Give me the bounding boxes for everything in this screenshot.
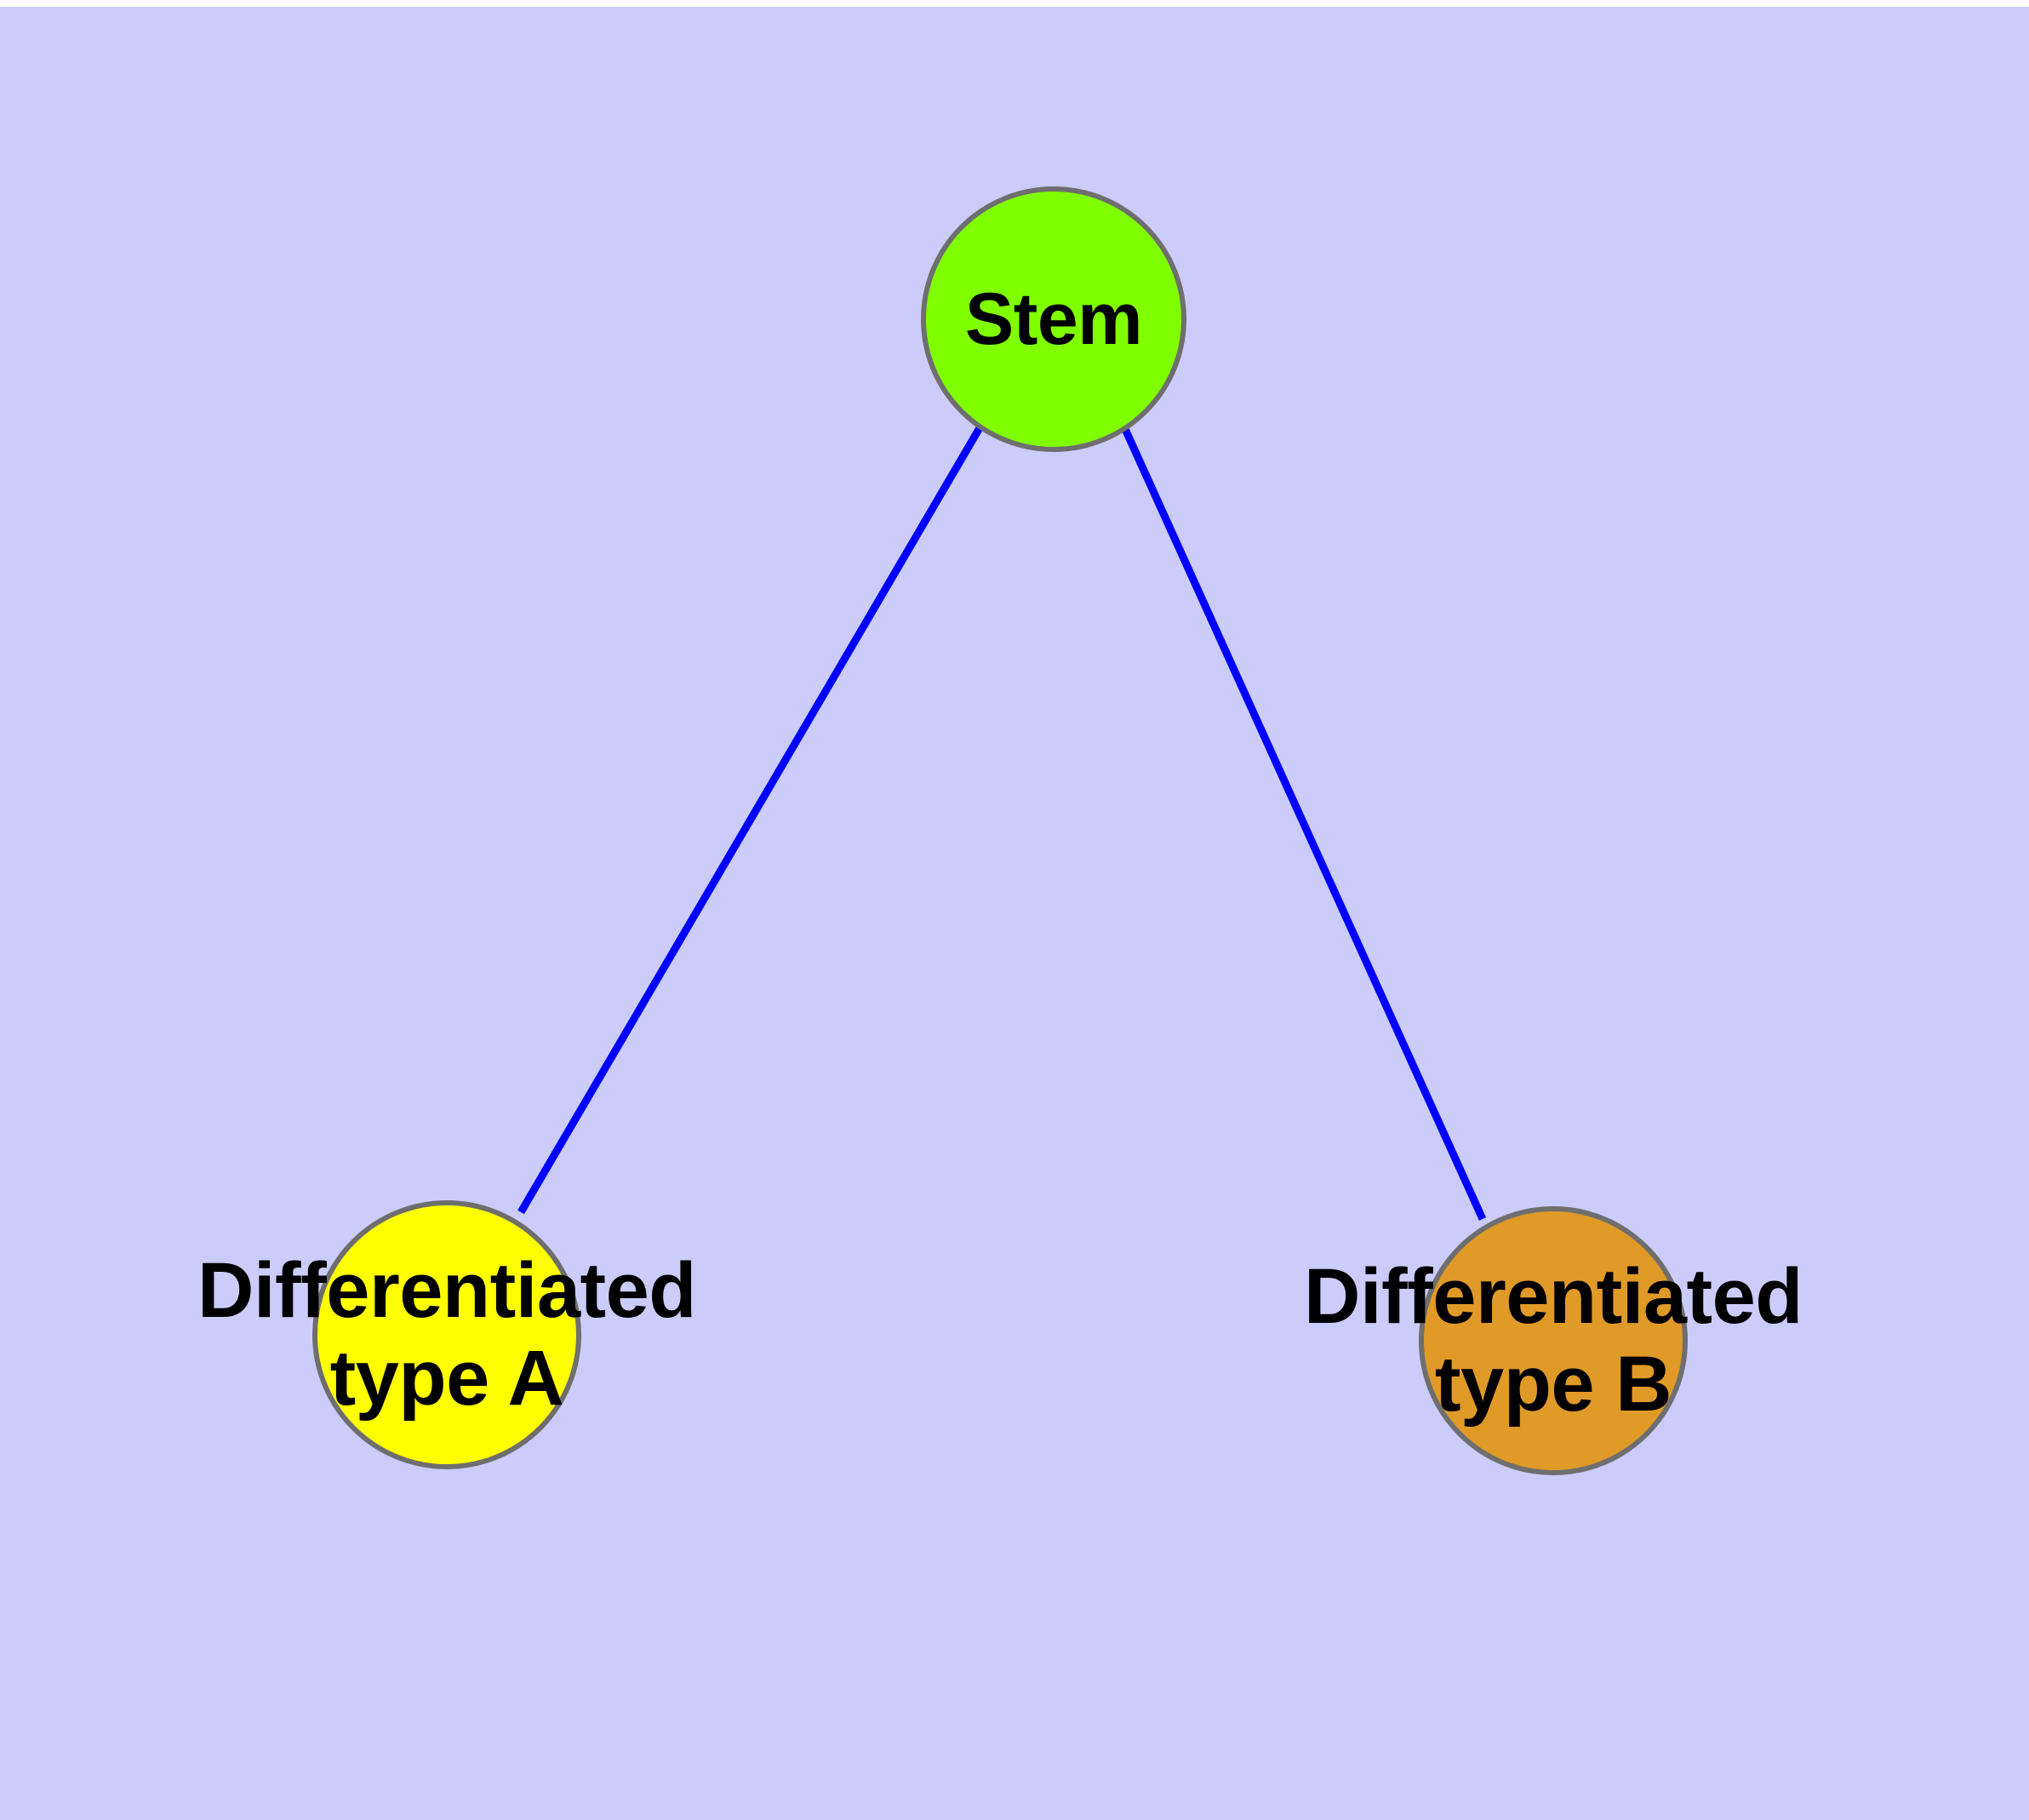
node-stem[interactable]: [921, 186, 1186, 452]
node-differentiated-type-b[interactable]: [1419, 1206, 1688, 1475]
edge-stem-to-differentiated-type-b[interactable]: [1121, 427, 1487, 1221]
edge-stem-to-differentiated-type-a[interactable]: [517, 424, 984, 1215]
node-group: [312, 186, 1688, 1475]
node-differentiated-type-a[interactable]: [312, 1200, 581, 1469]
edge-group: [517, 424, 1487, 1221]
node-label-stem: Stem: [964, 278, 1143, 360]
